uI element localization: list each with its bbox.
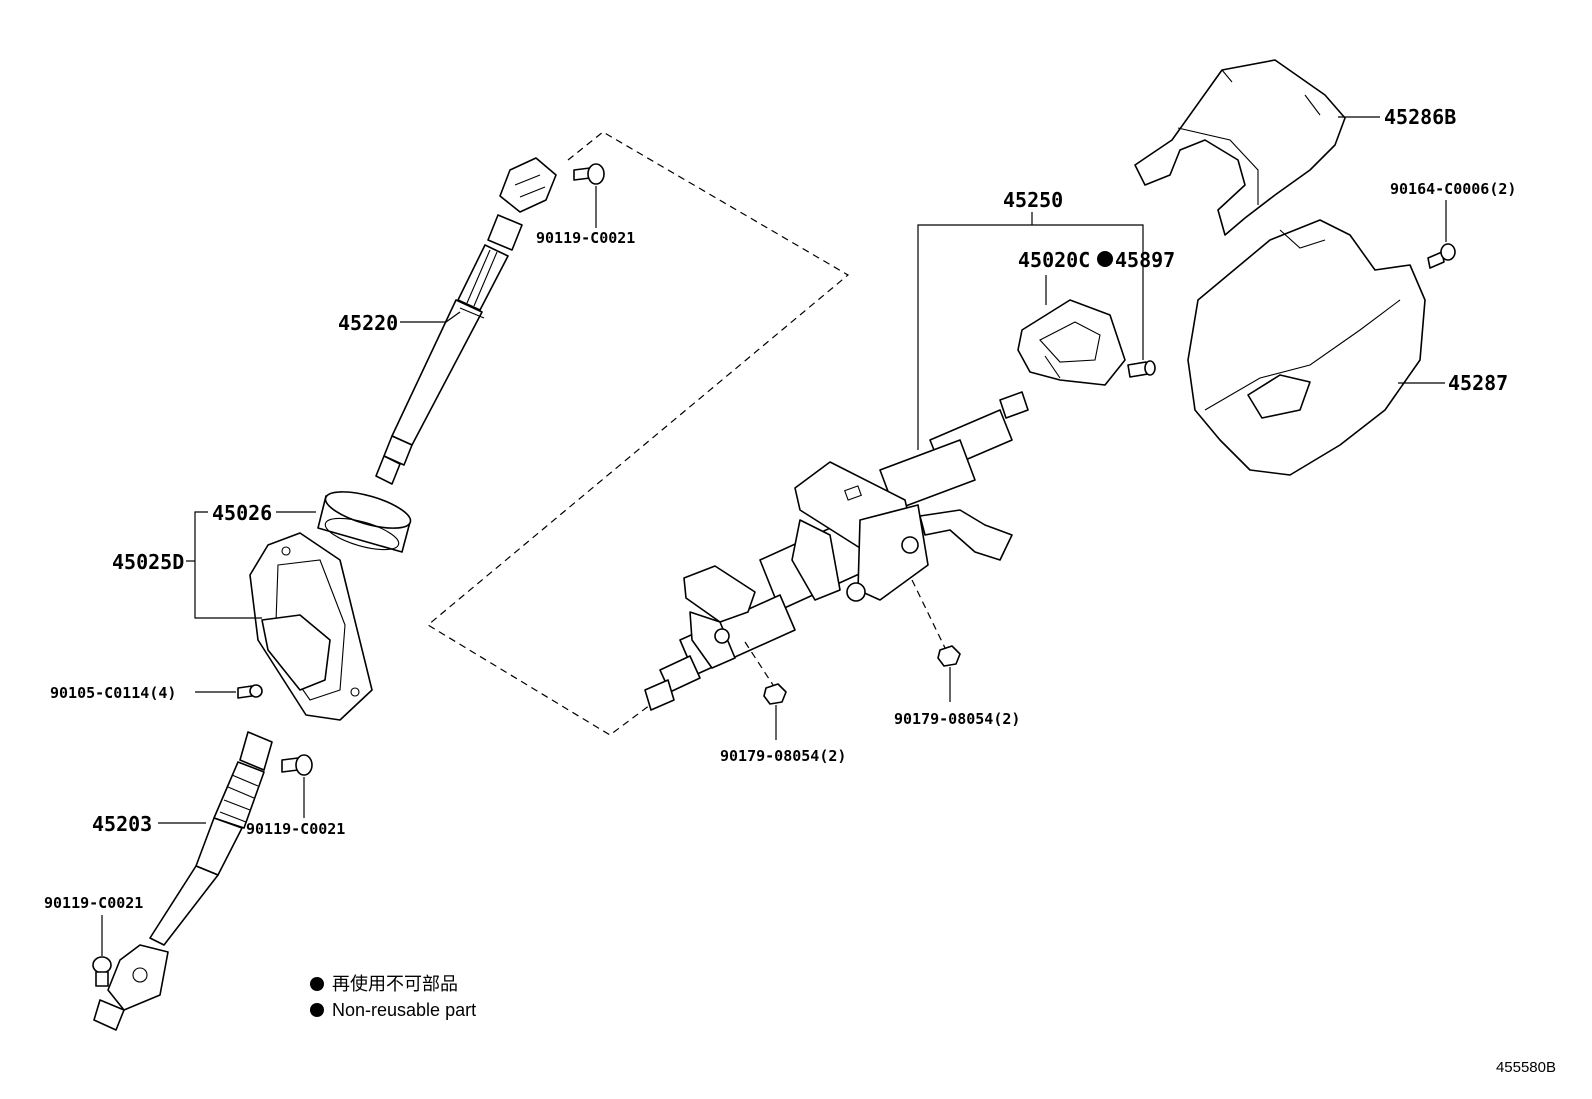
label-90179-left: 90179-08054(2) [720,747,846,765]
legend-text-jp: 再使用不可部品 [332,974,458,994]
bolt-90119-mid [281,754,313,776]
nut-90179-right [911,579,961,702]
bolt-90105 [237,684,263,699]
diagram-code: 455580B [1496,1059,1556,1076]
label-90179-right: 90179-08054(2) [894,710,1020,728]
leader-45220 [400,311,461,323]
screw-90164 [1427,243,1456,269]
nut-90179-left [744,641,787,740]
boot-45025D [249,532,373,721]
legend: 再使用不可部品 Non-reusable part [310,974,476,1020]
label-45250: 45250 [1003,188,1063,212]
label-45287: 45287 [1448,371,1508,395]
bolt-90119-top [573,163,605,185]
seal-45026 [317,491,412,553]
label-90119-bottom: 90119-C0021 [44,894,143,912]
label-90119-mid: 90119-C0021 [246,820,345,838]
legend-text-en: Non-reusable part [332,1000,476,1020]
legend-marker-en-icon [310,1003,324,1017]
bracket-45025D [194,511,262,619]
label-45286B: 45286B [1384,105,1456,129]
reference-dashed-outline [426,131,850,736]
non-reusable-marker-icon [1097,251,1113,267]
label-90164: 90164-C0006(2) [1390,180,1516,198]
label-45897: 45897 [1115,248,1175,272]
label-90105: 90105-C0114(4) [50,684,176,702]
upper-cover-45286B [1134,59,1346,236]
label-45025D: 45025D [112,550,184,574]
lower-cover-45287 [1187,219,1426,476]
legend-marker-jp-icon [310,977,324,991]
intermediate-shaft-45220 [375,157,557,485]
pin-45897 [1127,360,1156,378]
label-45220: 45220 [338,311,398,335]
lower-shaft-45203 [93,731,273,1031]
label-45203: 45203 [92,812,152,836]
lock-assembly-45020C [1017,299,1126,386]
leader-45250 [917,224,1144,450]
bolt-90119-bottom [92,956,112,987]
label-45026: 45026 [212,501,272,525]
label-45020C: 45020C [1018,248,1090,272]
steering-column-45250 [644,391,1029,711]
label-90119-top: 90119-C0021 [536,229,635,247]
